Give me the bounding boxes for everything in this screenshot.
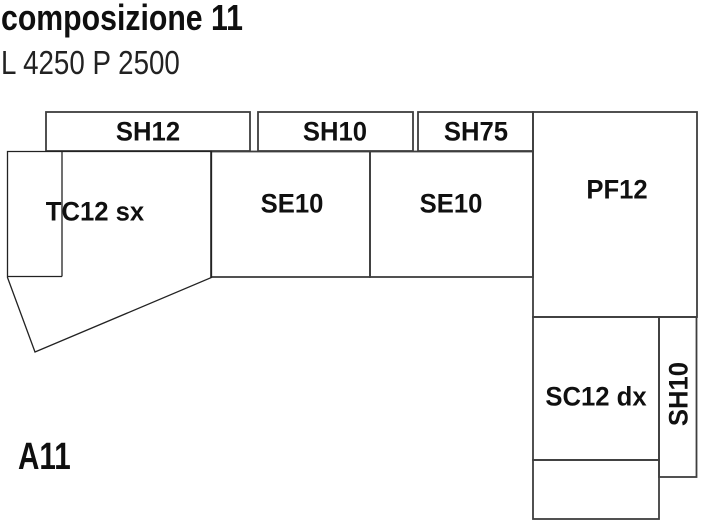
module-outlines	[45, 111, 698, 520]
module-box-sh10-side	[658, 316, 698, 478]
composition-title: composizione 11	[1, 0, 243, 38]
module-box-footrest	[532, 459, 660, 520]
module-label-tc12-sx: TC12 sx	[45, 196, 145, 227]
module-label-sh10-side: SH10	[663, 361, 694, 427]
module-label-se10-right: SE10	[419, 188, 483, 219]
module-label-sc12-dx: SC12 dx	[545, 381, 647, 412]
chaise-outline	[6, 150, 213, 353]
composition-dimensions: L 4250 P 2500	[1, 44, 180, 81]
composition-code: A11	[18, 436, 71, 478]
module-label-sh10-top: SH10	[302, 116, 368, 147]
module-box-pf12	[532, 111, 698, 318]
module-label-pf12: PF12	[586, 174, 648, 205]
module-label-sh75: SH75	[443, 116, 509, 147]
module-label-se10-left: SE10	[260, 188, 324, 219]
module-label-sh12: SH12	[115, 116, 181, 147]
module-shape-tc12	[6, 150, 213, 353]
